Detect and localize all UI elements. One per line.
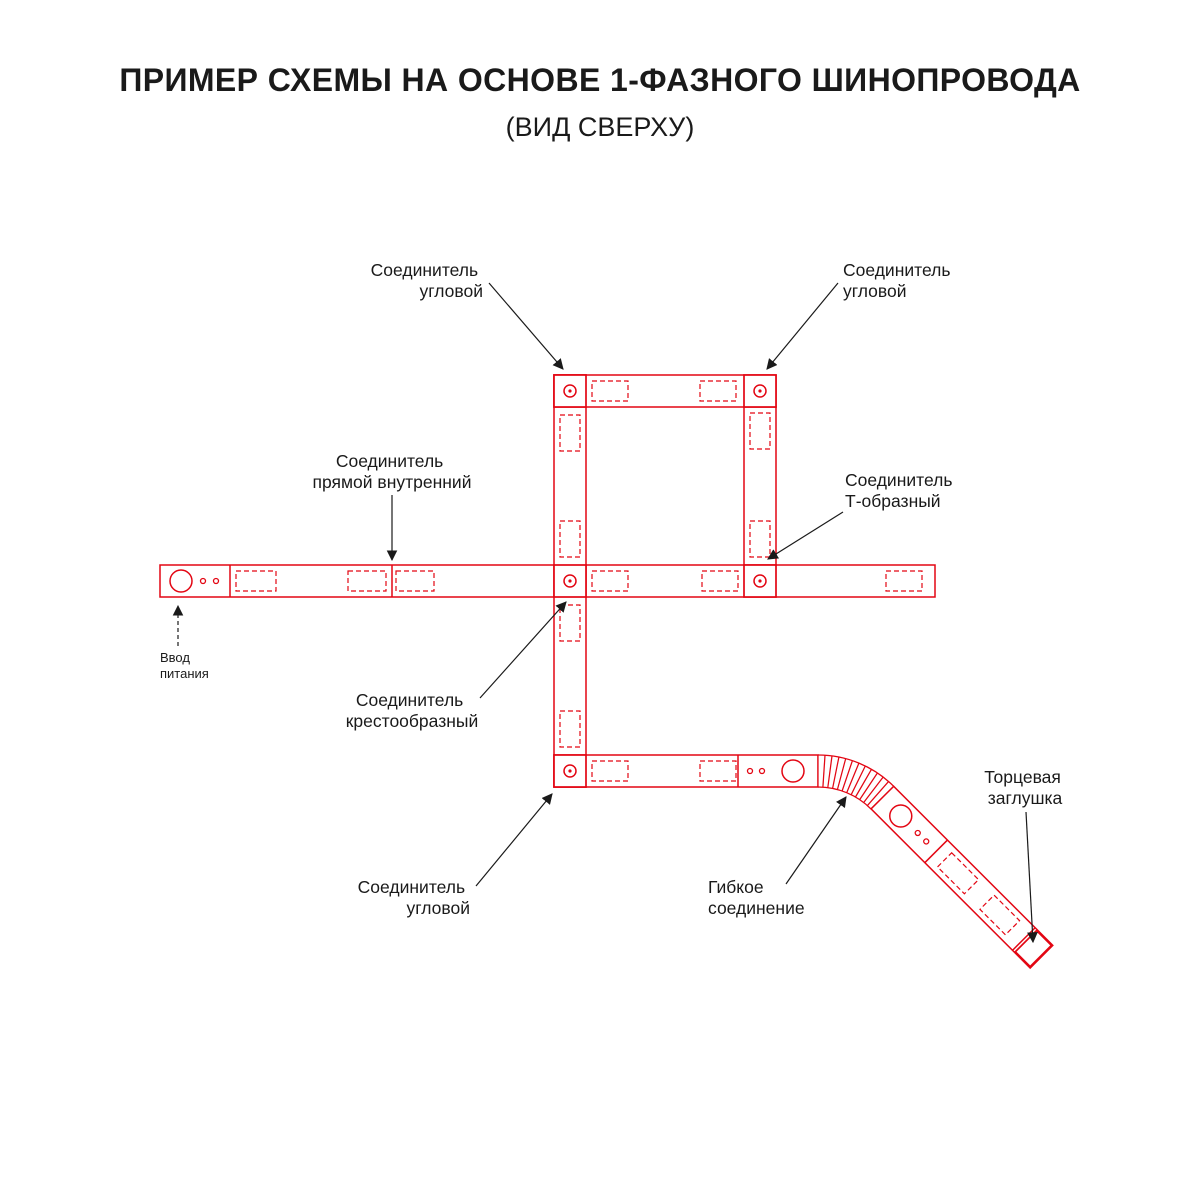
leader-lines [172,282,1038,944]
dashed-slot [699,380,737,402]
page-subtitle: (ВИД СВЕРХУ) [505,112,695,142]
dashed-slot [749,520,771,558]
hidden-connector-outlines [235,380,923,782]
end-cap [1014,929,1053,968]
flexible-connection [746,754,895,810]
flex-ribs [817,755,895,810]
corner-connector-top-right [743,374,777,408]
track-top-horizontal [553,374,777,408]
label-end-cap: Торцевая заглушка [984,767,1066,808]
track-joints [229,565,739,787]
label-cross-connector: Соединитель крестообразный [346,690,479,731]
t-connector [743,564,777,598]
dashed-slot [559,414,581,452]
feed-pin [199,577,207,585]
dashed-slot [559,520,581,558]
dashed-slot [701,570,739,592]
label-power-input: Ввод питания [160,650,209,681]
leader-flexible [785,796,847,885]
dashed-slot [559,710,581,748]
label-flexible: Гибкое соединение [708,877,805,918]
dashed-slot [395,570,435,592]
label-corner-bottom: Соединитель угловой [358,877,470,918]
leader-corner-top-right [766,282,839,370]
dashed-slot [591,760,629,782]
flex-hole [781,759,805,783]
cross-connector [553,564,587,598]
joint-line [1011,927,1036,951]
dashed-slot [347,570,387,592]
leader-corner-top-left [488,282,564,370]
dashed-slot [699,760,737,782]
diagonal-pin [914,829,921,837]
label-straight-internal: Соединитель прямой внутренний [313,451,472,492]
label-corner-top-left: Соединитель угловой [371,260,483,301]
dashed-slot [979,894,1021,936]
dashed-slot [885,570,923,592]
corner-connector-bottom [553,754,587,788]
label-t-connector: Соединитель Т-образный [845,470,957,511]
diagonal-hole [889,804,913,828]
dashed-slot [591,380,629,402]
track-main-horizontal [159,564,936,598]
flex-pin [758,767,766,775]
track-vertical-right [743,406,777,566]
leader-end-cap [1025,811,1038,944]
track-diagonal [870,785,1054,970]
dashed-slot [749,412,771,450]
label-corner-top-right: Соединитель угловой [843,260,955,301]
joint-line [924,839,948,864]
leader-cross-connector [479,601,567,699]
power-feed [169,569,220,593]
dashed-slot [936,851,980,895]
feed-pin [212,577,220,585]
diagonal-pin [923,838,930,845]
page-title: ПРИМЕР СХЕМЫ НА ОСНОВЕ 1-ФАЗНОГО ШИНОПРО… [119,62,1081,98]
dashed-slot [559,604,581,642]
leader-corner-bottom [475,793,553,887]
corner-connector-top-left [553,374,587,408]
flex-outer-edge [817,754,895,787]
flex-inner-edge [817,786,872,810]
track-bottom-horizontal [553,754,819,788]
feed-hole [169,569,193,593]
labels: Соединитель угловой Соединитель угловой … [160,260,1066,918]
leader-t-connector [767,511,844,560]
flex-pin [746,767,754,775]
dashed-slot [235,570,277,592]
dashed-slot [591,570,629,592]
connectors [553,374,777,788]
